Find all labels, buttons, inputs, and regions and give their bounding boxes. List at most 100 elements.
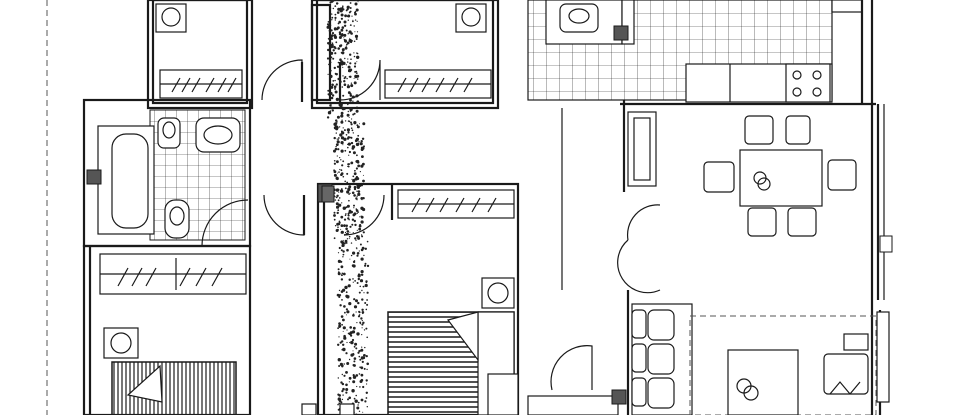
speckle-dot	[360, 197, 364, 200]
speckle-dot	[336, 211, 339, 215]
speckle-dot	[358, 235, 360, 237]
speckle-dot	[342, 256, 344, 258]
speckle-dot	[350, 161, 354, 165]
speckle-dot	[352, 20, 354, 23]
speckle-dot	[342, 33, 344, 35]
speckle-dot	[337, 268, 340, 271]
speckle-dot	[340, 130, 343, 133]
speckle-dot	[363, 145, 365, 148]
speckle-dot	[343, 224, 346, 228]
speckle-dot	[352, 179, 356, 183]
speckle-dot	[350, 254, 353, 257]
speckle-dot	[341, 243, 345, 247]
speckle-dot	[338, 246, 341, 250]
speckle-dot	[356, 252, 360, 255]
speckle-dot	[339, 97, 342, 100]
speckle-dot	[342, 326, 346, 330]
speckle-dot	[352, 281, 354, 283]
speckle-dot	[346, 85, 350, 89]
speckle-dot	[334, 19, 336, 21]
speckle-dot	[345, 134, 348, 136]
speckle-dot	[360, 142, 363, 145]
speckle-dot	[355, 0, 358, 2]
speckle-dot	[348, 70, 350, 72]
speckle-dot	[353, 194, 356, 197]
speckle-dot	[337, 377, 339, 379]
speckle-dot	[338, 36, 342, 39]
speckle-dot	[336, 115, 340, 119]
speckle-dot	[353, 345, 356, 348]
speckle-dot	[333, 237, 336, 240]
speckle-dot	[355, 38, 358, 40]
speckle-dot	[332, 7, 334, 10]
speckle-dot	[339, 106, 342, 109]
speckle-dot	[339, 44, 342, 48]
speckle-dot	[359, 243, 362, 246]
speckle-dot	[360, 248, 364, 252]
speckle-dot	[355, 247, 358, 249]
speckle-dot	[347, 91, 351, 94]
speckle-dot	[362, 312, 364, 315]
speckle-dot	[351, 15, 353, 17]
speckle-dot	[355, 347, 358, 350]
speckle-dot	[341, 323, 343, 326]
speckle-dot	[358, 310, 361, 313]
speckle-dot	[355, 239, 357, 241]
speckle-dot	[347, 284, 351, 288]
speckle-dot	[347, 142, 351, 146]
speckle-dot	[350, 340, 354, 345]
speckle-dot	[353, 260, 356, 262]
speckle-dot	[362, 222, 364, 224]
speckle-dot	[336, 155, 338, 157]
speckle-dot	[346, 226, 348, 228]
speckle-dot	[353, 360, 356, 363]
speckle-dot	[355, 299, 358, 303]
speckle-dot	[335, 119, 338, 122]
speckle-dot	[357, 301, 360, 305]
speckle-dot	[352, 350, 354, 352]
speckle-dot	[341, 299, 343, 301]
speckle-dot	[356, 406, 360, 410]
speckle-dot	[348, 278, 351, 281]
speckle-dot	[340, 172, 344, 175]
speckle-dot	[356, 282, 359, 284]
speckle-dot	[366, 368, 368, 371]
speckle-dot	[365, 397, 368, 399]
speckle-dot	[337, 139, 339, 141]
speckle-dot	[336, 160, 339, 164]
speckle-dot	[352, 19, 354, 21]
speckle-dot	[343, 39, 347, 43]
speckle-dot	[356, 385, 358, 388]
speckle-dot	[349, 258, 351, 260]
speckle-dot	[342, 175, 345, 178]
speckle-dot	[340, 278, 344, 281]
speckle-dot	[333, 218, 336, 221]
speckle-dot	[329, 61, 332, 64]
speckle-dot	[331, 16, 334, 19]
speckle-dot	[349, 109, 352, 112]
speckle-dot	[330, 56, 333, 59]
speckle-dot	[340, 141, 344, 145]
speckle-dot	[361, 320, 363, 322]
speckle-dot	[346, 230, 350, 233]
speckle-dot	[337, 2, 339, 4]
speckle-dot	[349, 107, 352, 111]
speckle-dot	[359, 216, 361, 218]
speckle-dot	[327, 93, 330, 96]
speckle-dot	[347, 214, 350, 217]
speckle-dot	[356, 55, 360, 59]
speckle-dot	[342, 330, 344, 332]
speckle-dot	[338, 322, 341, 325]
speckle-dot	[344, 149, 347, 152]
speckle-dot	[359, 321, 362, 324]
door-swing-icon	[263, 194, 385, 236]
speckle-dot	[337, 226, 339, 228]
speckle-dot	[347, 165, 350, 168]
room-dining	[622, 100, 893, 300]
speckle-dot	[348, 358, 351, 361]
speckle-dot	[352, 326, 356, 330]
speckle-dot	[330, 37, 333, 41]
speckle-dot	[346, 5, 350, 9]
speckle-dot	[355, 160, 359, 163]
speckle-dot	[337, 137, 340, 139]
